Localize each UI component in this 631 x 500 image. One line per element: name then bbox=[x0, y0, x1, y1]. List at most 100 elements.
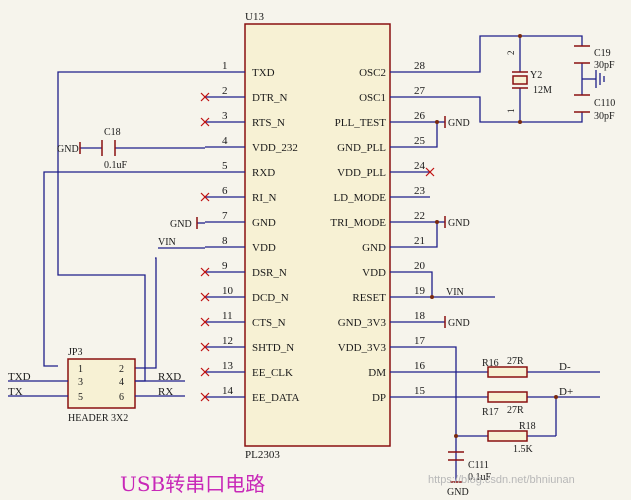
r18-value: 1.5K bbox=[513, 444, 534, 455]
left-pins: 1TXD2DTR_N3RTS_N4VDD_2325RXD6RI_N7GND8VD… bbox=[205, 60, 299, 404]
gnd-symbols bbox=[79, 116, 462, 483]
right-pin-number-15: 15 bbox=[414, 385, 426, 397]
right-pin-number-17: 17 bbox=[414, 335, 426, 347]
right-pin-label-26: PLL_TEST bbox=[335, 117, 387, 129]
c19-value: 30pF bbox=[594, 60, 615, 71]
no-connect-left-14 bbox=[200, 392, 210, 402]
r17-value: 27R bbox=[507, 405, 524, 416]
c19-ref: C19 bbox=[594, 48, 611, 59]
r17-resistor bbox=[487, 391, 528, 403]
header-pin-6: 6 bbox=[119, 392, 124, 403]
no-connect-left-6 bbox=[200, 192, 210, 202]
c110-capacitor bbox=[574, 94, 590, 113]
header-net-tx: TX bbox=[8, 386, 23, 398]
left-pin-label-7: GND bbox=[252, 217, 276, 229]
no-connect-left-9 bbox=[200, 267, 210, 277]
c18-capacitor bbox=[101, 140, 116, 156]
left-pin-number-9: 9 bbox=[222, 260, 228, 272]
left-pin-label-2: DTR_N bbox=[252, 92, 288, 104]
header-net-rx: RX bbox=[158, 386, 173, 398]
left-pin-number-7: 7 bbox=[222, 210, 228, 222]
r16-value: 27R bbox=[507, 356, 524, 367]
right-pins: 28OSC227OSC126PLL_TEST25GND_PLL24VDD_PLL… bbox=[330, 60, 430, 404]
header-ref: JP3 bbox=[68, 347, 82, 358]
right-pin-label-28: OSC2 bbox=[359, 67, 386, 79]
left-pin-label-10: DCD_N bbox=[252, 292, 289, 304]
right-pin-label-23: LD_MODE bbox=[333, 192, 386, 204]
left-pin-label-4: VDD_232 bbox=[252, 142, 298, 154]
left-pin-label-13: EE_CLK bbox=[252, 367, 293, 379]
left-pin-number-8: 8 bbox=[222, 235, 228, 247]
left-pin-label-12: SHTD_N bbox=[252, 342, 294, 354]
vin-label-pin8: VIN bbox=[158, 237, 176, 248]
header-name: HEADER 3X2 bbox=[68, 413, 128, 424]
no-connect-left-10 bbox=[200, 292, 210, 302]
no-connect-left-2 bbox=[200, 92, 210, 102]
left-pin-number-10: 10 bbox=[222, 285, 234, 297]
left-pin-number-12: 12 bbox=[222, 335, 233, 347]
no-connect-marks bbox=[200, 92, 435, 402]
header-net-txd: TXD bbox=[8, 371, 31, 383]
header-net-rxd: RXD bbox=[158, 371, 181, 383]
crystal-y2 bbox=[512, 71, 528, 89]
right-pin-label-17: VDD_3V3 bbox=[338, 342, 387, 354]
right-pin-number-28: 28 bbox=[414, 60, 426, 72]
left-pin-label-9: DSR_N bbox=[252, 267, 287, 279]
right-pin-label-20: VDD bbox=[362, 267, 386, 279]
dplus-label: D+ bbox=[559, 386, 573, 398]
right-pin-label-25: GND_PLL bbox=[337, 142, 386, 154]
right-pin-label-24: VDD_PLL bbox=[337, 167, 386, 179]
right-pin-label-27: OSC1 bbox=[359, 92, 386, 104]
header-pin-3: 3 bbox=[78, 377, 83, 388]
c19-capacitor bbox=[574, 45, 590, 64]
c110-value: 30pF bbox=[594, 111, 615, 122]
no-connect-left-3 bbox=[200, 117, 210, 127]
c18-value: 0.1uF bbox=[104, 160, 128, 171]
y2-value: 12M bbox=[533, 85, 552, 96]
r18-ref: R18 bbox=[519, 421, 536, 432]
no-connect-right-24 bbox=[425, 167, 435, 177]
right-pin-label-19: RESET bbox=[352, 292, 386, 304]
c18-ref: C18 bbox=[104, 127, 121, 138]
right-pin-label-22: TRI_MODE bbox=[330, 217, 386, 229]
right-pin-number-20: 20 bbox=[414, 260, 426, 272]
gnd-label-pll: GND bbox=[448, 118, 470, 129]
right-pin-number-18: 18 bbox=[414, 310, 426, 322]
left-pin-number-6: 6 bbox=[222, 185, 228, 197]
c111-ref: C111 bbox=[468, 460, 489, 471]
header-pin-1: 1 bbox=[78, 364, 83, 375]
right-pin-number-24: 24 bbox=[414, 160, 426, 172]
header-jp3-body bbox=[67, 358, 136, 409]
y2-ref: Y2 bbox=[530, 70, 542, 81]
gnd-label-pin7: GND bbox=[170, 219, 192, 230]
chip-body bbox=[244, 23, 391, 447]
header-pin-5: 5 bbox=[78, 392, 83, 403]
no-connect-left-12 bbox=[200, 342, 210, 352]
left-pin-label-14: EE_DATA bbox=[252, 392, 299, 404]
watermark: https://blog.csdn.net/bhniunan bbox=[428, 474, 575, 486]
right-pin-label-15: DP bbox=[372, 392, 386, 404]
right-pin-label-18: GND_3V3 bbox=[338, 317, 387, 329]
schematic-title: USB转串口电路 bbox=[120, 472, 265, 496]
left-pin-number-3: 3 bbox=[222, 110, 228, 122]
chip-part: PL2303 bbox=[245, 449, 280, 461]
y2-pin-bottom: 1 bbox=[506, 109, 516, 114]
dminus-label: D- bbox=[559, 361, 571, 373]
right-pin-number-23: 23 bbox=[414, 185, 426, 197]
gnd-label-c111: GND bbox=[447, 487, 469, 498]
right-pin-label-16: DM bbox=[368, 367, 386, 379]
c111-capacitor bbox=[448, 451, 464, 461]
right-pin-number-16: 16 bbox=[414, 360, 426, 372]
right-pin-number-27: 27 bbox=[414, 85, 426, 97]
gnd-label-3v3: GND bbox=[448, 318, 470, 329]
y2-pin-top: 2 bbox=[506, 51, 516, 56]
right-pin-number-26: 26 bbox=[414, 110, 426, 122]
left-pin-label-8: VDD bbox=[252, 242, 276, 254]
left-pin-number-11: 11 bbox=[222, 310, 233, 322]
left-pin-label-1: TXD bbox=[252, 67, 275, 79]
r18-resistor bbox=[487, 430, 528, 442]
left-pin-number-2: 2 bbox=[222, 85, 228, 97]
